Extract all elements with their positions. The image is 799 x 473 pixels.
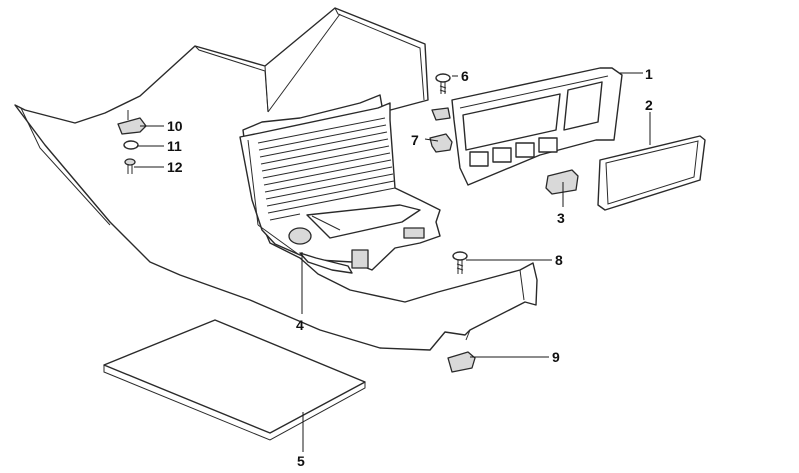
clip-7 <box>429 133 453 153</box>
screw-8 <box>452 251 468 274</box>
console-body <box>14 7 538 351</box>
screw-6 <box>435 73 451 94</box>
floor-mat <box>103 319 366 434</box>
callout-5: 5 <box>297 453 305 469</box>
callout-11: 11 <box>167 138 182 154</box>
callout-labels: 1 2 3 4 5 6 7 8 9 10 11 12 <box>167 66 653 469</box>
frame-switch-2 <box>492 147 512 163</box>
grille-slats <box>257 117 396 221</box>
frame-opening-side <box>563 81 603 131</box>
callout-2: 2 <box>645 97 653 113</box>
callout-9: 9 <box>552 349 560 365</box>
callout-7: 7 <box>411 132 419 148</box>
ashtray-knob <box>288 227 312 245</box>
callout-10: 10 <box>167 118 183 134</box>
clip-nut-6 <box>431 107 451 121</box>
washer-11 <box>123 140 139 150</box>
frame-switch-3 <box>515 142 535 158</box>
ashtray-latch <box>403 227 425 239</box>
callout-8: 8 <box>555 252 563 268</box>
callout-12: 12 <box>167 159 183 175</box>
callout-1: 1 <box>645 66 653 82</box>
ashtray-grille-panel <box>239 102 441 274</box>
ashtray-opening <box>306 204 421 239</box>
leader-7 <box>424 138 439 142</box>
clip-nut-9 <box>447 351 476 373</box>
frame-opening-main <box>462 93 561 151</box>
ashtray-clip <box>351 249 369 269</box>
clip-10 <box>117 117 147 135</box>
frame-switch-1 <box>469 151 489 167</box>
trim-frame <box>451 67 623 186</box>
frame-switch-4 <box>538 137 558 153</box>
leader-lines <box>134 72 651 452</box>
screw-12 <box>124 158 136 174</box>
cover-plate <box>597 135 706 211</box>
blanking-plug <box>545 169 579 195</box>
callout-6: 6 <box>461 68 469 84</box>
callout-4: 4 <box>296 317 304 333</box>
callout-3: 3 <box>557 210 565 226</box>
